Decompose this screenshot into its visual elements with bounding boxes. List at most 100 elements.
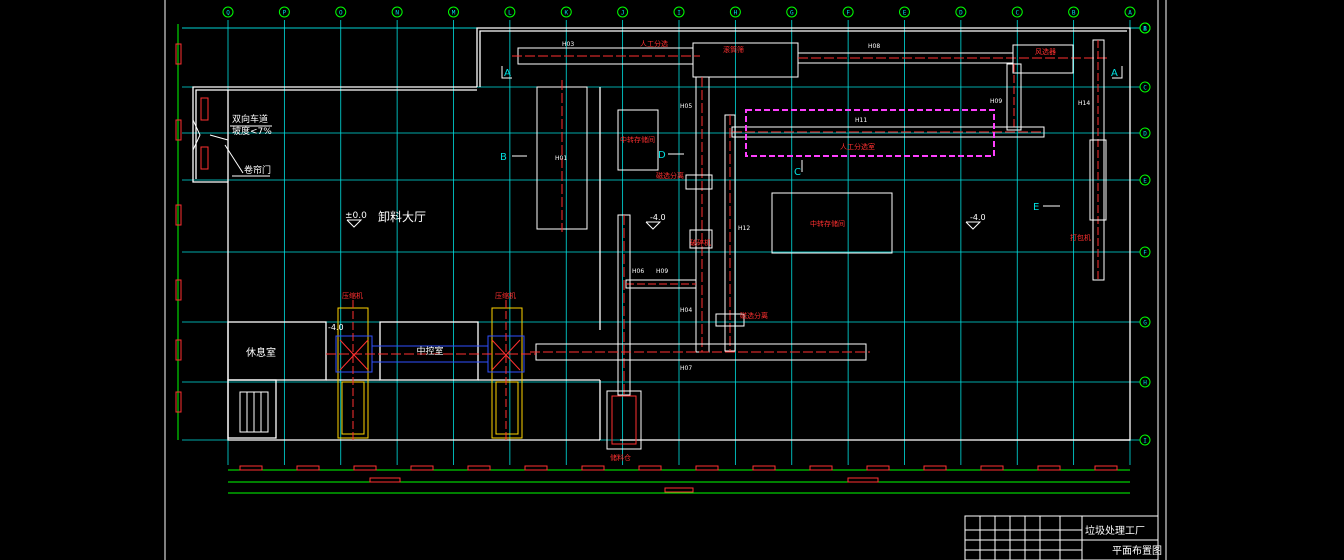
column-axis-bubble [729, 6, 741, 18]
ramp-label-1: 双向车道 [232, 113, 268, 125]
column-axis-label: Q [226, 10, 230, 17]
column-axis-bubble [391, 6, 403, 18]
storage-label-2: 中转存储间 [810, 219, 845, 228]
column-axis-bubble [1068, 6, 1080, 18]
door-label: 卷帘门 [244, 164, 271, 176]
section-mark: A [1111, 68, 1118, 79]
row-axis-bubble [1139, 22, 1151, 34]
storage-label-1: 中转存储间 [620, 135, 655, 144]
winnower-label: 风选器 [1035, 47, 1056, 56]
title-project: 垃圾处理工厂 [1085, 524, 1145, 537]
row-axis-bubble [1139, 434, 1151, 446]
row-axis-label: H [1143, 380, 1147, 387]
drawing-frame [164, 0, 1167, 560]
manual-sort-label-1: 人工分选 [640, 39, 668, 48]
column-axis-label: M [452, 10, 456, 17]
row-axis-label: D [1143, 131, 1147, 138]
row-axis-bubble [1139, 174, 1151, 186]
row-axis-bubble [1139, 81, 1151, 93]
column-axis-label: D [959, 10, 963, 17]
bottom-dimension [228, 465, 1130, 494]
compactor-label-1: 压缩机 [342, 291, 363, 300]
column-axis-bubble [560, 6, 572, 18]
compactor-label-2: 压缩机 [495, 291, 516, 300]
column-axis-label: F [846, 10, 850, 17]
trommel-label: 滚筒筛 [723, 45, 744, 54]
magnet-label-1: 磁选分离 [656, 171, 684, 180]
crusher-label: 破碎机 [690, 238, 711, 247]
column-axis-bubble [842, 6, 854, 18]
building-walls [192, 27, 1131, 441]
column-axis-label: O [339, 10, 343, 17]
hall-label: 卸料大厅 [378, 209, 426, 224]
section-mark: B [500, 152, 507, 163]
baler-label: 打包机 [1070, 233, 1091, 242]
column-axis-label: J [621, 10, 625, 17]
column-axis-bubble [222, 6, 234, 18]
row-axis-label: E [1143, 178, 1147, 185]
elevation-marks [645, 221, 982, 230]
column-axis-label: C [1015, 10, 1019, 17]
equipment-labels: 压缩机 压缩机 人工分选 滚筒筛 风选器 人工分选室 中转存储间 中转存储间 磁… [342, 39, 1091, 462]
section-mark: E [1033, 202, 1039, 213]
control-room-label: 中控室 [416, 345, 443, 357]
title-sheet: 平面布置图 [1112, 545, 1162, 557]
ramp-label-2: 坡度<7% [232, 125, 272, 137]
column-axis-bubble [1011, 6, 1023, 18]
column-axis-bubble [899, 6, 910, 18]
column-axis-bubble [955, 6, 967, 18]
pit-elevation-2: -4.0 [970, 213, 986, 222]
row-axis-label: I [1143, 438, 1147, 445]
conveyor-code: H05 [680, 103, 692, 110]
row-axis-label: G [1143, 320, 1147, 327]
column-axis-bubble [448, 6, 459, 18]
magnet-label-2: 磁选分离 [740, 311, 768, 320]
title-block [964, 515, 1159, 560]
column-axis-bubble [504, 6, 516, 18]
column-axis-bubble [1124, 6, 1136, 18]
column-axis-label: G [790, 10, 794, 17]
ramp-entry: 双向车道 坡度<7% 卷帘门 [192, 97, 272, 177]
bin-label: 储料仓 [610, 453, 631, 462]
conveyor-code: H14 [1078, 100, 1090, 107]
conveyor-code: H11 [855, 117, 867, 124]
hall-elevation: ±0.0 [345, 211, 367, 221]
row-axis-label: C [1143, 85, 1147, 92]
column-axis-bubble [786, 6, 798, 18]
column-axis-label: L [508, 10, 512, 17]
section-mark: A [504, 68, 511, 79]
column-axis-label: P [283, 10, 287, 17]
conveyor-code: H07 [680, 365, 692, 372]
conveyor-code: H03 [562, 41, 574, 48]
column-axis-label: H [734, 10, 738, 17]
row-axis-bubble [1139, 246, 1151, 258]
pit-elevation-3: -4.0 [328, 323, 344, 332]
manual-sort-label-2: 人工分选室 [840, 142, 875, 151]
row-axis-bubble [1139, 127, 1151, 139]
row-axis-bubble [1139, 316, 1151, 328]
column-axis-bubble [617, 6, 629, 18]
stairs [239, 391, 269, 433]
row-axis-label: F [1143, 250, 1147, 257]
conveyor-system [512, 39, 1110, 450]
pit-elevation-1: -4.0 [650, 213, 666, 222]
conveyor-code: H12 [738, 225, 750, 232]
conveyor-code: H09 [990, 98, 1002, 105]
column-axis-bubble [278, 6, 290, 18]
conveyor-code: H01 [555, 155, 567, 162]
compactors [326, 300, 536, 440]
conveyor-code: H04 [680, 307, 692, 314]
manual-sort-zone [745, 109, 995, 157]
section-mark: D [658, 150, 666, 161]
column-axis-label: K [564, 10, 568, 17]
conveyor-codes: H03 H08 H01 H09 H11 H14 H05 H06 H12 H04 … [555, 41, 1090, 372]
column-axis-label: I [677, 10, 681, 17]
column-axis-bubble [673, 6, 685, 18]
column-axis-label: A [1128, 10, 1132, 17]
column-axis-label: B [1072, 10, 1076, 17]
row-axis-bubble [1139, 376, 1151, 388]
conveyor-code: H09 [656, 268, 668, 275]
column-axis-label: E [903, 10, 907, 17]
